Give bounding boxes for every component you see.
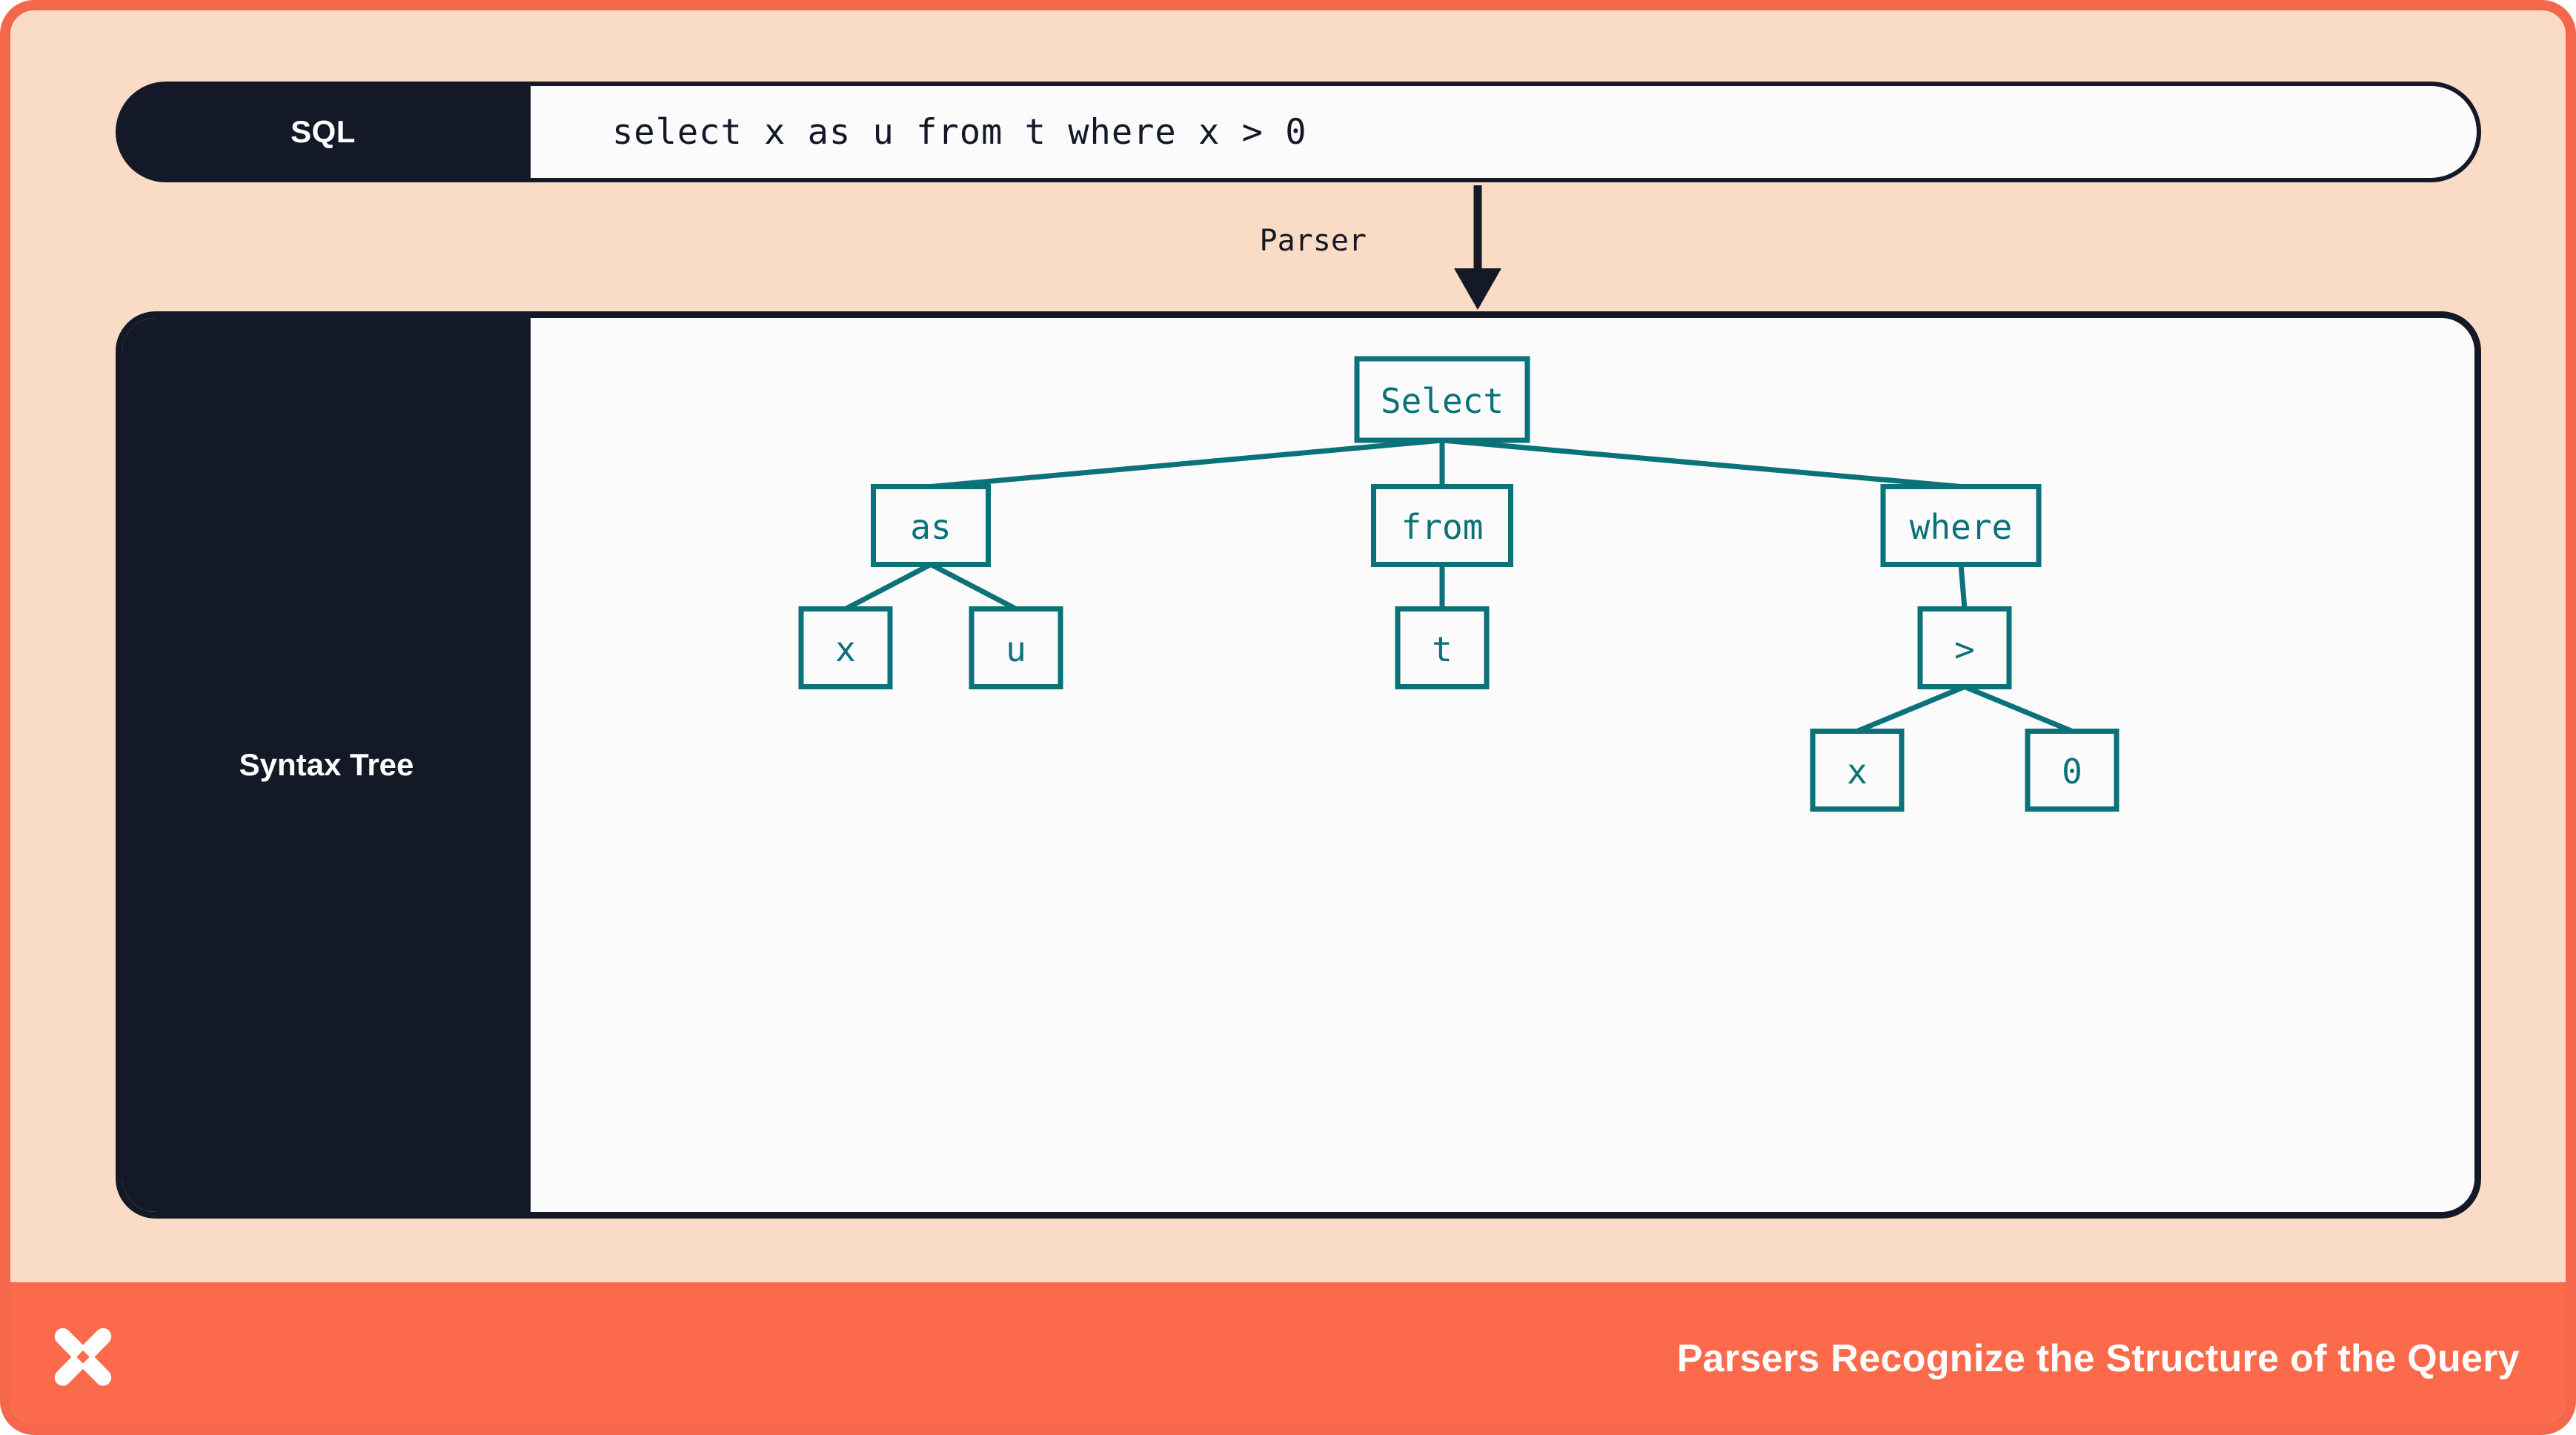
- tree-node-label: >: [1954, 629, 1975, 669]
- tree-node-box: [969, 606, 1063, 689]
- tree-node-label: t: [1432, 629, 1453, 669]
- tree-edge-group: [844, 437, 2074, 734]
- sql-field-wrapper: select x as u from t where x > 0: [531, 82, 2481, 182]
- tree-node-label: 0: [2062, 752, 2082, 792]
- tree-node-group: Select as from where x u t > x 0: [798, 356, 2119, 812]
- tree-node-box: [798, 606, 893, 689]
- tree-edge: [1856, 684, 1966, 734]
- tree-edge: [1963, 684, 2074, 734]
- tree-node[interactable]: t: [1395, 606, 1490, 689]
- tree-node-box: [2025, 729, 2119, 812]
- tree-node-box: [1917, 606, 2012, 689]
- tree-node-label: x: [1847, 752, 1868, 792]
- footer-bar: Parsers Recognize the Structure of the Q…: [10, 1282, 2566, 1425]
- tree-node-label: as: [910, 507, 951, 547]
- sql-row-label: SQL: [291, 114, 356, 149]
- tree-node[interactable]: >: [1917, 606, 2012, 689]
- tree-node-box: [1395, 606, 1490, 689]
- tree-node[interactable]: u: [969, 606, 1063, 689]
- tree-node-label: u: [1006, 629, 1026, 669]
- sql-query-text[interactable]: select x as u from t where x > 0: [531, 86, 2477, 178]
- tree-edge: [929, 562, 1018, 612]
- parser-label: Parser: [1259, 224, 1367, 258]
- sql-input-row: SQL select x as u from t where x > 0: [116, 82, 2481, 182]
- tree-node-box: [1354, 356, 1530, 443]
- parser-flow-arrow: Parser: [1196, 185, 1641, 319]
- tree-node-box: [1880, 484, 2042, 567]
- tree-node-box: [1371, 484, 1513, 567]
- tree-node-box: [871, 484, 991, 567]
- syntax-tree-label: Syntax Tree: [122, 318, 531, 1212]
- syntax-tree-panel: Syntax Tree Select as from where x u t > x 0: [116, 311, 2481, 1219]
- footer-caption: Parsers Recognize the Structure of the Q…: [1676, 1337, 2520, 1380]
- tree-node[interactable]: 0: [2025, 729, 2119, 812]
- tree-edge: [1958, 564, 1968, 609]
- arrow-down-icon: [1454, 185, 1501, 310]
- tree-node[interactable]: from: [1371, 484, 1513, 567]
- tree-node[interactable]: Select: [1354, 356, 1530, 443]
- tree-node[interactable]: x: [1810, 729, 1905, 812]
- tree-node[interactable]: x: [798, 606, 893, 689]
- tree-node[interactable]: as: [871, 484, 991, 567]
- tree-node[interactable]: where: [1880, 484, 2042, 567]
- tree-node-label: from: [1401, 507, 1484, 547]
- tree-edge: [930, 437, 1443, 489]
- syntax-tree-svg: Select as from where x u t > x 0: [798, 356, 2119, 812]
- syntax-tree-canvas: Select as from where x u t > x 0: [531, 318, 2474, 1212]
- x-star-logo-icon: [42, 1317, 125, 1400]
- tree-edge: [1441, 437, 1962, 489]
- tree-edge: [844, 562, 932, 612]
- tree-node-label: x: [835, 629, 856, 669]
- tree-node-box: [1810, 729, 1905, 812]
- tree-node-label: Select: [1381, 381, 1504, 421]
- tree-node-label: where: [1910, 507, 2012, 547]
